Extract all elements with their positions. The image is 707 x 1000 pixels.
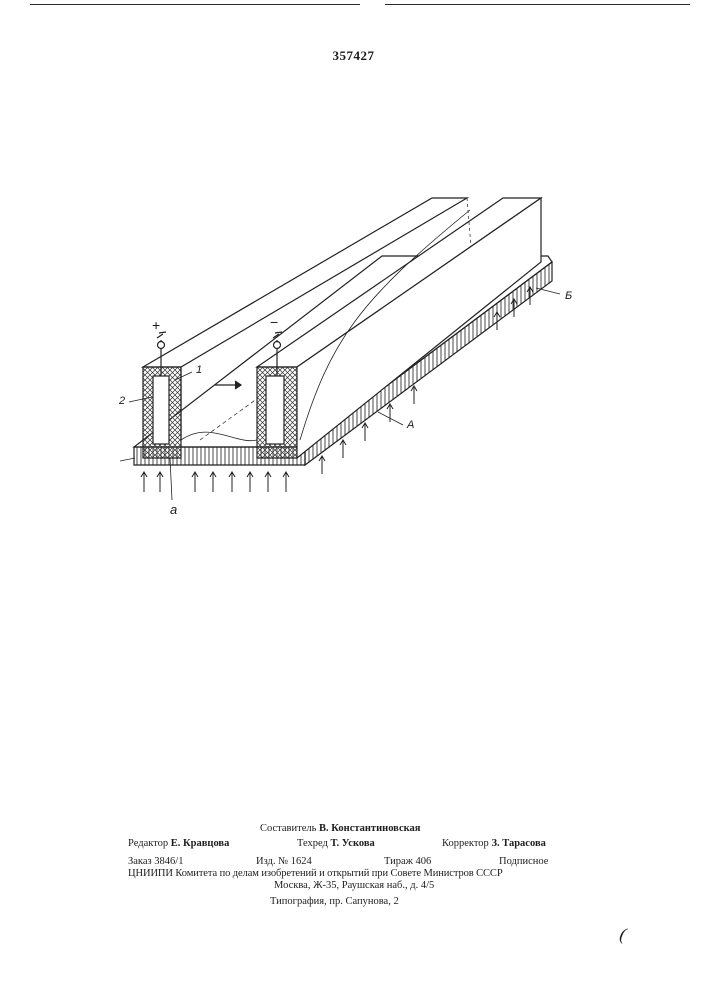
print-run: Тираж 406	[384, 856, 431, 868]
corrector-name: З. Тарасова	[491, 838, 545, 849]
techred-line: Техред Т. Ускова	[297, 838, 375, 850]
edition-number: Изд. № 1624	[256, 856, 312, 868]
organization-line: ЦНИИПИ Комитета по делам изобретений и о…	[128, 868, 503, 880]
typography-line: Типография, пр. Сапунова, 2	[270, 896, 399, 908]
techred-name: Т. Ускова	[331, 838, 375, 849]
order-number: Заказ 3846/1	[128, 856, 183, 868]
compiler-prefix: Составитель	[260, 823, 316, 834]
corrector-prefix: Корректор	[442, 838, 489, 849]
subscription: Подписное	[499, 856, 548, 868]
address-line: Москва, Ж-35, Раушская наб., д. 4/5	[274, 880, 434, 892]
editor-name: Е. Кравцова	[171, 838, 230, 849]
editor-line: Редактор Е. Кравцова	[128, 838, 229, 850]
editor-prefix: Редактор	[128, 838, 168, 849]
techred-prefix: Техред	[297, 838, 328, 849]
compiler-line: Составитель В. Константиновская	[260, 823, 420, 835]
corrector-line: Корректор З. Тарасова	[442, 838, 546, 850]
compiler-name: В. Константиновская	[319, 823, 420, 834]
